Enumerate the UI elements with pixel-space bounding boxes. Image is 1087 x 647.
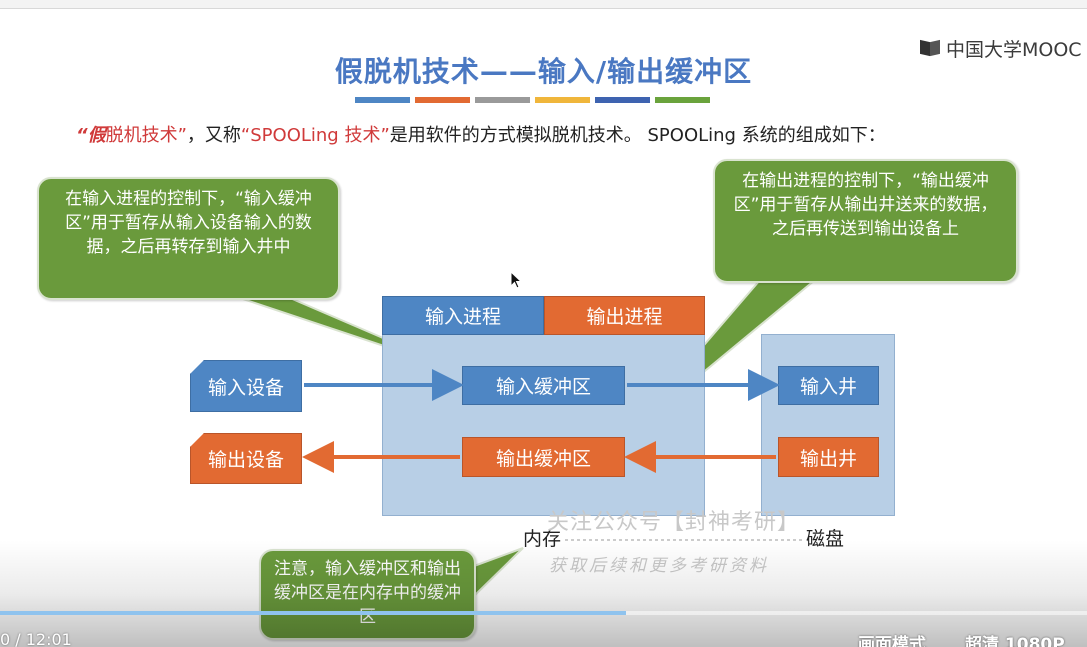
intro-part-3: ，又称 <box>186 125 241 146</box>
playback-time: 0 / 12:01 <box>0 630 72 647</box>
intro-part-1: “假 <box>76 125 106 146</box>
intro-part-4: “SPOOLing 技术” <box>240 125 390 146</box>
watermark-line-2: 获取后续和更多考研资料 <box>549 556 769 576</box>
title-bar-5 <box>595 97 650 103</box>
title-bar-3 <box>475 97 530 103</box>
brand-text: 中国大学MOOC <box>946 38 1082 61</box>
slide-title: 假脱机技术——输入/输出缓冲区 <box>334 55 753 88</box>
quality-button[interactable]: 超清 1080P <box>965 635 1065 647</box>
mouse-cursor-icon <box>510 271 522 289</box>
callout-input-buffer: 在输入进程的控制下，“输入缓冲区”用于暂存从输入设备输入的数据，之后再转存到输入… <box>37 177 340 300</box>
output-well: 输出井 <box>778 437 879 477</box>
callout-output-buffer: 在输出进程的控制下，“输出缓冲区”用于暂存从输出井送来的数据，之后再传送到输出设… <box>713 159 1018 283</box>
display-mode-button[interactable]: 画面模式 <box>858 635 926 647</box>
input-buffer: 输入缓冲区 <box>462 366 625 405</box>
intro-part-2: 脱机技术” <box>105 125 187 146</box>
callout-note: 注意，输入缓冲区和输出缓冲区是在内存中的缓冲区 <box>259 549 476 640</box>
disk-label: 磁盘 <box>806 528 845 550</box>
output-buffer: 输出缓冲区 <box>462 437 625 477</box>
intro-text: “假脱机技术”，又称“SPOOLing 技术”是用软件的方式模拟脱机技术。 SP… <box>76 121 886 147</box>
title-bar-2 <box>415 97 470 103</box>
title-bar-1 <box>355 97 410 103</box>
intro-part-5: 是用软件的方式模拟脱机技术。 SPOOLing 系统的组成如下： <box>389 125 886 146</box>
title-bar-6 <box>655 97 710 103</box>
progress-bar-fill[interactable] <box>0 611 626 615</box>
input-process-tab: 输入进程 <box>382 296 544 335</box>
title-underline-bars <box>355 97 710 103</box>
memory-label: 内存 <box>523 528 562 550</box>
output-process-tab: 输出进程 <box>544 296 705 335</box>
disk-region <box>761 334 895 516</box>
output-device: 输出设备 <box>190 433 302 484</box>
title-bar-4 <box>535 97 590 103</box>
input-device: 输入设备 <box>190 360 302 412</box>
watermark-line-1: 关注公众号【封神考研】 <box>547 510 801 535</box>
brand-logo: 中国大学MOOC <box>918 36 1082 61</box>
window-top-edge <box>0 0 1087 9</box>
input-well: 输入井 <box>778 366 879 405</box>
